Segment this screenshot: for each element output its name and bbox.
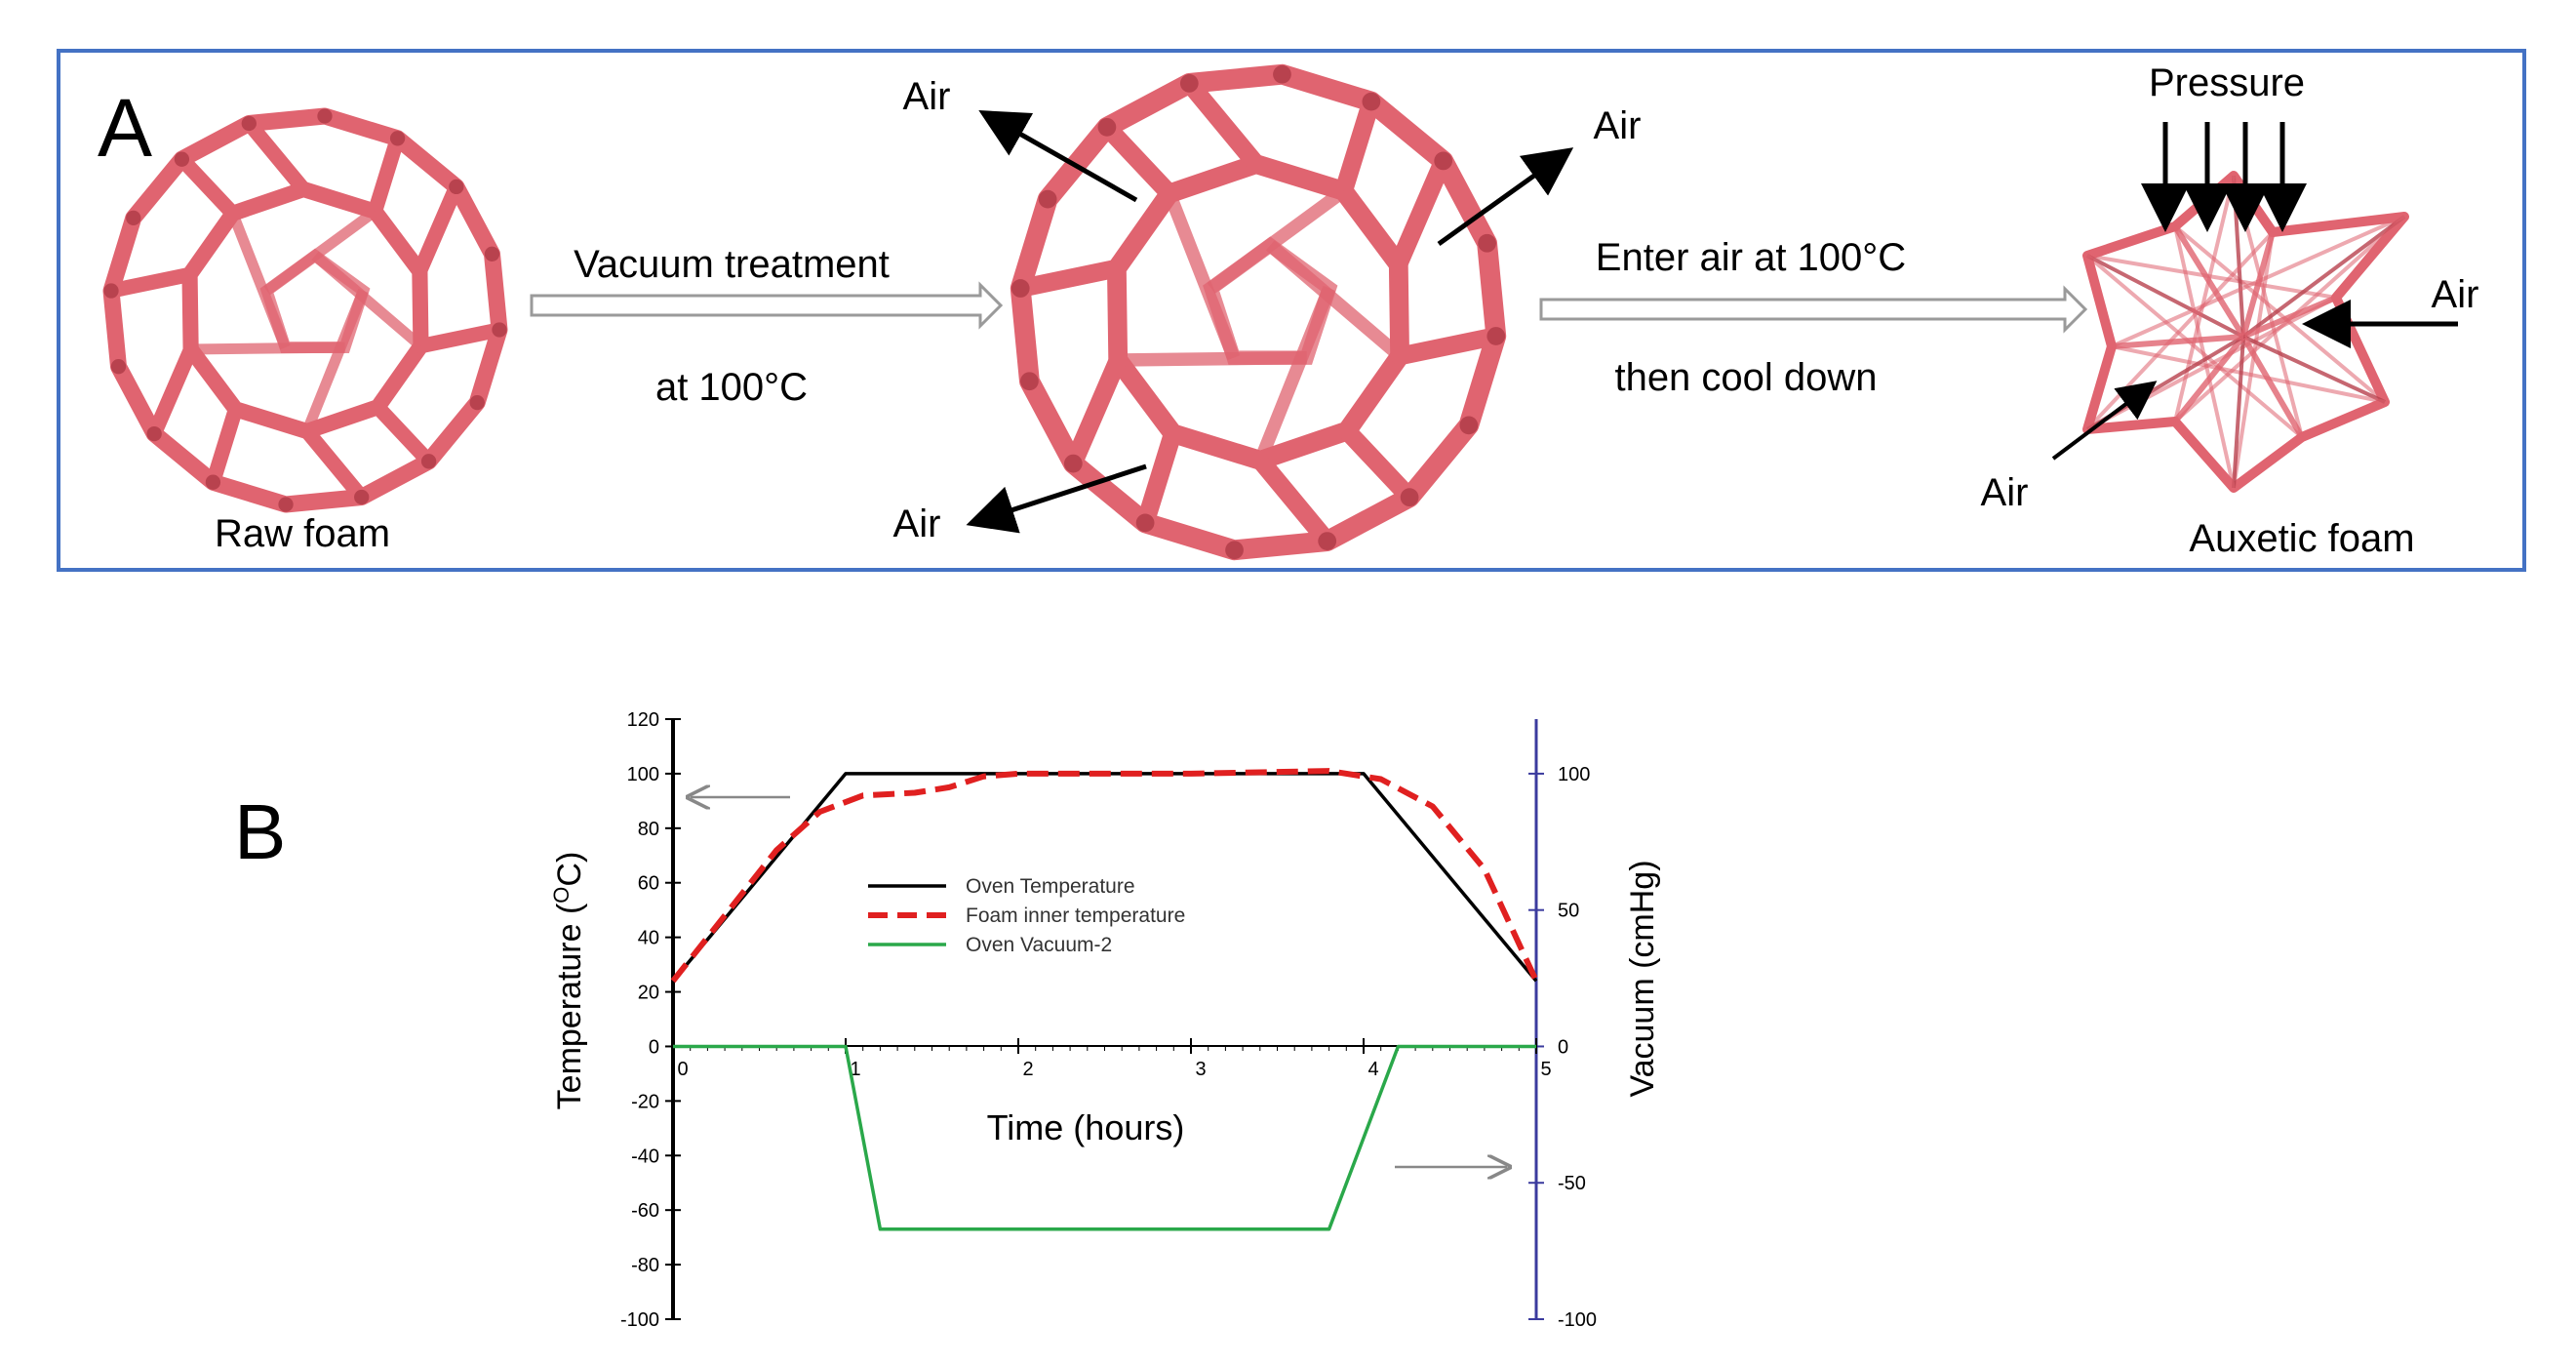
x-tick-label: 5 <box>1540 1059 1551 1080</box>
y-left-tick-label: 40 <box>638 928 659 949</box>
x-tick-label: 3 <box>1195 1059 1206 1080</box>
y-left-tick-label: 120 <box>627 709 659 731</box>
air-label-bottom-left: Air <box>893 503 941 545</box>
panel-b: B 120100806040200-20-40-60-80-100100500-… <box>234 709 1661 1331</box>
y-left-tick-label: -100 <box>620 1309 659 1331</box>
y-right-tick-label: 100 <box>1558 764 1590 785</box>
series-line-1 <box>670 768 1539 984</box>
x-axis-label: Time (hours) <box>987 1107 1185 1147</box>
y-axis-right-label: Vacuum (cmHg) <box>1624 860 1661 1097</box>
legend-label-0: Oven Temperature <box>966 875 1135 898</box>
y-left-tick-label: 100 <box>627 764 659 785</box>
expanded-foam-illustration <box>1010 63 1507 561</box>
legend-label-1: Foam inner temperature <box>966 905 1185 927</box>
auxetic-foam-label: Auxetic foam <box>2189 517 2414 560</box>
panel-b-letter: B <box>234 788 286 875</box>
x-tick-label: 4 <box>1367 1059 1378 1080</box>
vacuum-treatment-label: Vacuum treatment <box>574 243 890 286</box>
y-left-tick-label: 0 <box>649 1036 659 1058</box>
vacuum-process-arrow <box>530 281 1004 330</box>
y-left-tick-label: -60 <box>631 1200 659 1222</box>
x-tick-label: 2 <box>1022 1059 1033 1080</box>
x-tick-label: 0 <box>677 1059 688 1080</box>
chart: 120100806040200-20-40-60-80-100100500-50… <box>549 709 1661 1331</box>
y-right-tick-label: -50 <box>1558 1173 1586 1194</box>
chart-series <box>670 768 1539 1231</box>
raw-foam-label: Raw foam <box>215 512 390 555</box>
enter-air-label: Enter air at 100°C <box>1596 236 1906 279</box>
y-axis-left-label: Temperature (OC) <box>549 852 588 1110</box>
vacuum-temperature-label: at 100°C <box>655 366 808 409</box>
y-left-tick-label: -80 <box>631 1255 659 1276</box>
air-label-lower-left: Air <box>1981 471 2029 514</box>
cooling-process-arrow <box>1539 285 2088 334</box>
y-right-tick-label: 50 <box>1558 901 1579 922</box>
y-left-tick-label: 20 <box>638 983 659 1004</box>
y-left-tick-label: -20 <box>631 1091 659 1112</box>
air-label-top-right: Air <box>1594 104 1642 147</box>
auxetic-foam-illustration <box>2082 171 2409 493</box>
y-left-tick-label: 60 <box>638 873 659 895</box>
air-label-right: Air <box>2432 273 2479 316</box>
cool-down-label: then cool down <box>1614 356 1877 399</box>
axis-hint-arrows <box>691 797 1507 1167</box>
y-right-tick-label: 0 <box>1558 1036 1568 1058</box>
pressure-label: Pressure <box>2149 61 2305 104</box>
panel-a-letter: A <box>98 82 152 174</box>
legend-label-2: Oven Vacuum-2 <box>966 934 1112 956</box>
y-right-tick-label: -100 <box>1558 1309 1597 1331</box>
panel-a: A Raw foam Vacuum treatment at 100°C Air… <box>57 49 2526 572</box>
expanded-air-arrows <box>966 110 1574 534</box>
y-left-tick-label: -40 <box>631 1146 659 1167</box>
chart-axes: 120100806040200-20-40-60-80-100100500-50… <box>620 709 1597 1331</box>
auxetic-air-arrows <box>2051 300 2458 461</box>
raw-foam-illustration <box>102 107 508 513</box>
panel-a-frame <box>57 49 2526 572</box>
x-tick-label: 1 <box>850 1059 860 1080</box>
series-line-2 <box>673 1044 1536 1231</box>
air-label-top-left: Air <box>903 75 951 118</box>
pressure-arrows <box>2141 122 2307 232</box>
y-left-tick-label: 80 <box>638 819 659 840</box>
